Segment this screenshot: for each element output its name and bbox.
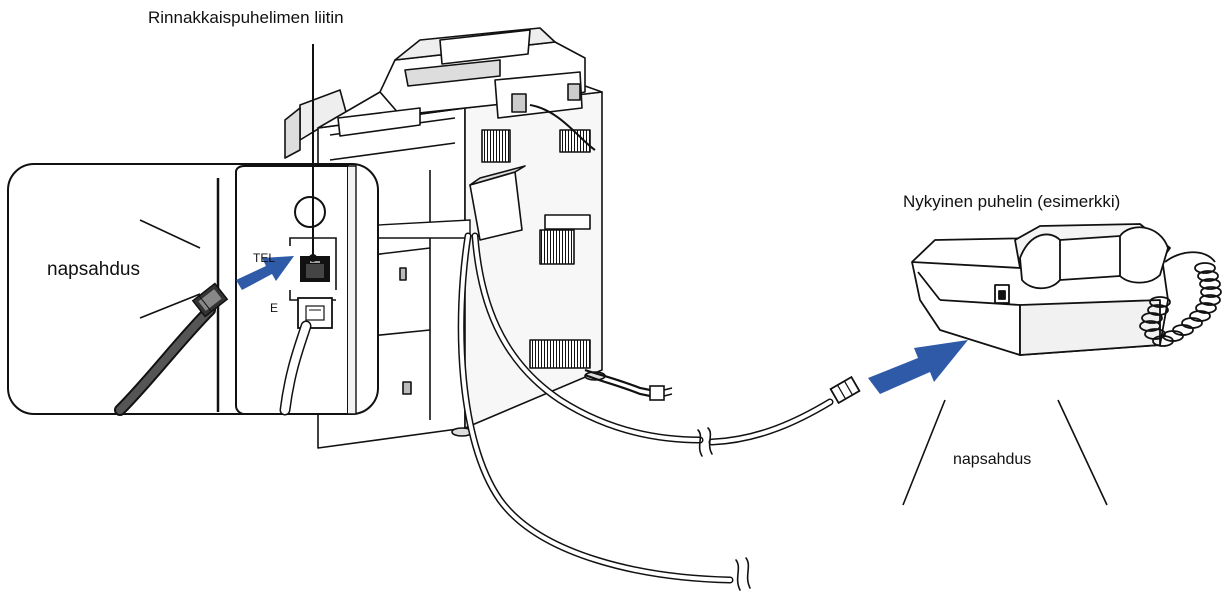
phone-plug: [831, 377, 860, 403]
insert-arrow-right: [868, 340, 968, 394]
click-label-left: napsahdus: [47, 259, 140, 281]
click-label-right: napsahdus: [953, 451, 1031, 469]
line-jack-label: E: [270, 301, 278, 315]
existing-phone-label: Nykyinen puhelin (esimerkki): [903, 192, 1120, 212]
power-cord: [585, 370, 672, 400]
parallel-connector-label: Rinnakkaispuhelimen liitin: [148, 8, 344, 28]
telephone-illustration: [912, 224, 1170, 355]
tel-jack-label: TEL: [253, 251, 275, 265]
click-line-right-2: [1058, 400, 1107, 505]
click-line-right-1: [903, 400, 945, 505]
